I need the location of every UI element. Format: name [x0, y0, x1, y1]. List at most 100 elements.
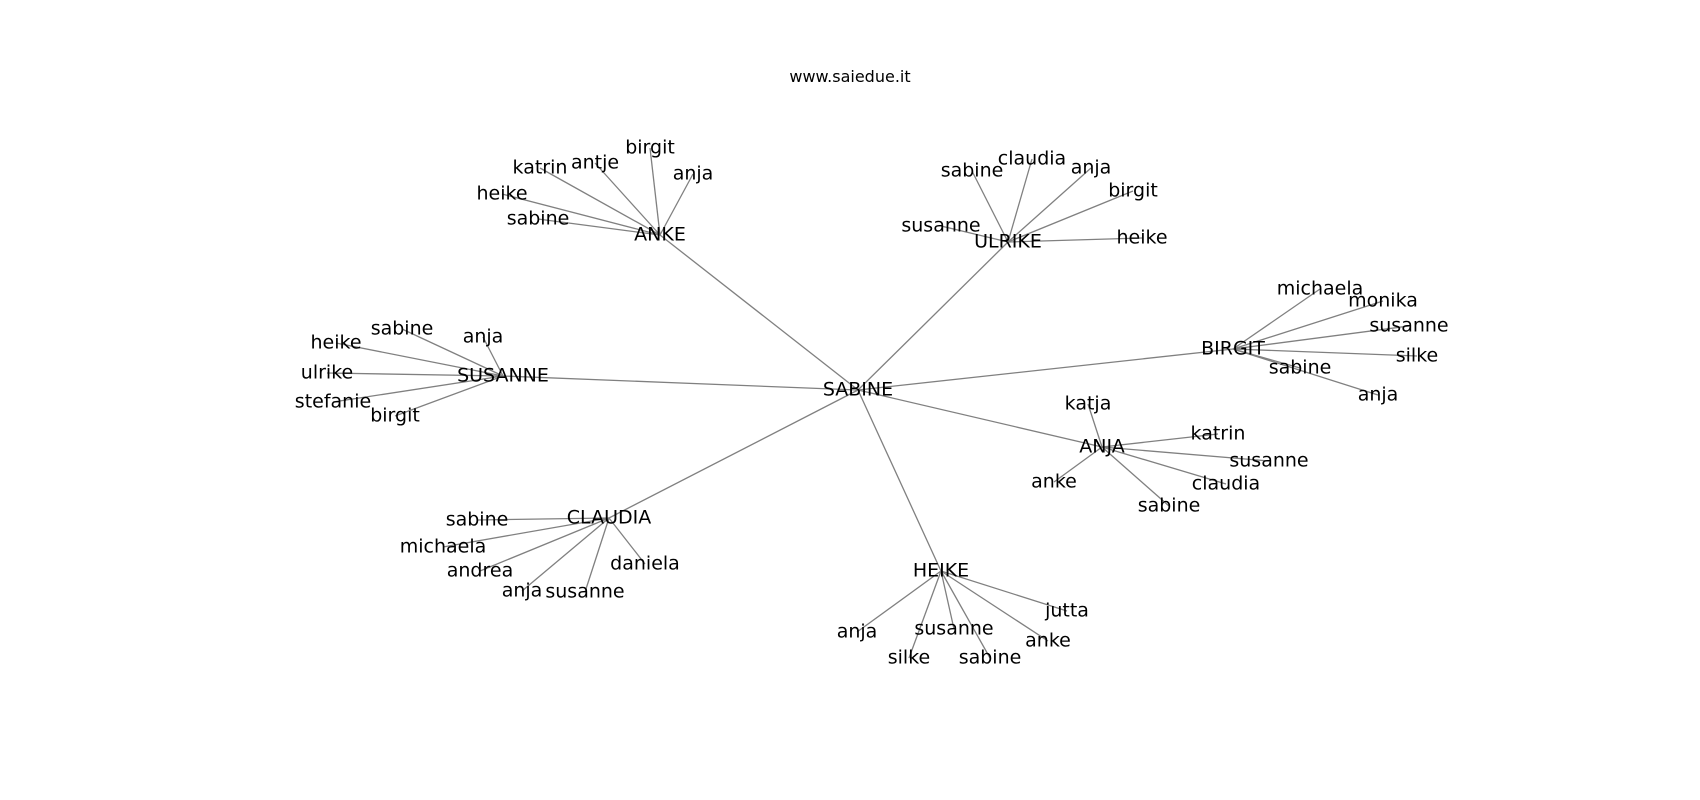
edge-center-susanne [502, 375, 859, 391]
edge-anja-claudia [1101, 446, 1227, 485]
leaf-node-claudia-daniela: daniela [610, 553, 680, 575]
edge-center-anke [659, 234, 859, 391]
edge-susanne-anja [482, 336, 504, 377]
edge-susanne-birgit [394, 375, 504, 417]
leaf-node-claudia-sabine: sabine [446, 509, 509, 531]
group-node-anja: ANJA [1079, 436, 1124, 458]
leaf-node-claudia-susanne: susanne [545, 581, 624, 603]
leaf-node-birgit-michaela: michaela [1277, 278, 1364, 300]
center-node-label: SABINE [823, 379, 893, 401]
edge-anja-susanne [1101, 446, 1270, 462]
leaf-node-ulrike-claudia: claudia [998, 148, 1066, 170]
leaf-node-anja-katrin: katrin [1191, 423, 1246, 445]
edge-heike-anke [940, 570, 1049, 642]
edge-birgit-susanne [1232, 325, 1410, 350]
leaf-node-anke-heike: heike [476, 183, 527, 205]
leaf-node-birgit-silke: silke [1396, 345, 1438, 367]
edge-center-ulrike [857, 241, 1009, 391]
edge-birgit-silke [1232, 348, 1418, 357]
edge-susanne-stefanie [332, 375, 504, 403]
edge-anke-katrin [539, 167, 661, 236]
edge-susanne-ulrike [326, 372, 504, 377]
leaf-node-anke-antje: antje [571, 152, 619, 174]
leaf-node-heike-silke: silke [888, 647, 930, 669]
leaf-node-heike-anke: anke [1025, 630, 1071, 652]
edge-heike-susanne [940, 570, 955, 630]
edge-anke-birgit [649, 147, 661, 236]
edge-claudia-susanne [584, 517, 610, 593]
edge-birgit-anja [1232, 348, 1379, 396]
edge-anke-sabine [537, 218, 661, 236]
leaf-node-ulrike-anja: anja [1071, 157, 1112, 179]
leaf-node-ulrike-heike: heike [1116, 227, 1167, 249]
leaf-node-claudia-michaela: michaela [400, 536, 487, 558]
leaf-node-anja-sabine: sabine [1138, 495, 1201, 517]
group-node-anke: ANKE [634, 224, 686, 246]
leaf-node-anja-susanne: susanne [1229, 450, 1308, 472]
leaf-node-susanne-heike: heike [310, 332, 361, 354]
leaf-node-birgit-sabine: sabine [1269, 357, 1332, 379]
group-node-ulrike: ULRIKE [974, 231, 1042, 253]
edge-center-heike [857, 389, 942, 572]
leaf-node-susanne-anja: anja [463, 326, 504, 348]
edge-ulrike-claudia [1007, 158, 1033, 243]
edge-susanne-sabine [401, 328, 504, 377]
leaf-node-anja-claudia: claudia [1192, 473, 1260, 495]
leaf-node-heike-jutta: jutta [1044, 600, 1089, 622]
edge-ulrike-birgit [1007, 190, 1134, 243]
edge-center-claudia [608, 389, 859, 519]
edge-birgit-michaela [1232, 288, 1321, 350]
leaf-node-birgit-monika: monika [1348, 290, 1418, 312]
leaf-node-anke-sabine: sabine [507, 208, 570, 230]
leaf-node-ulrike-susanne: susanne [901, 215, 980, 237]
leaf-node-claudia-anja: anja [502, 580, 543, 602]
leaf-node-ulrike-birgit: birgit [1108, 180, 1158, 202]
leaf-node-susanne-stefanie: stefanie [295, 391, 371, 413]
edge-heike-anja [856, 570, 942, 633]
leaf-node-claudia-andrea: andrea [447, 560, 513, 582]
edge-anke-heike [501, 193, 661, 236]
leaf-node-heike-anja: anja [837, 621, 878, 643]
edge-anja-sabine [1101, 446, 1170, 507]
leaf-node-anke-katrin: katrin [513, 157, 568, 179]
leaf-node-susanne-ulrike: ulrike [301, 362, 353, 384]
edge-claudia-andrea [479, 517, 610, 572]
edge-anja-katrin [1101, 433, 1219, 448]
leaf-node-heike-susanne: susanne [914, 618, 993, 640]
leaf-node-anke-birgit: birgit [625, 137, 675, 159]
edge-claudia-michaela [442, 517, 610, 548]
leaf-node-birgit-susanne: susanne [1369, 315, 1448, 337]
edge-anke-anja [659, 173, 694, 236]
leaf-node-anke-anja: anja [673, 163, 714, 185]
leaf-node-ulrike-sabine: sabine [941, 160, 1004, 182]
edge-ulrike-anja [1007, 167, 1092, 243]
leaf-node-heike-sabine: sabine [959, 647, 1022, 669]
edge-claudia-daniela [608, 517, 646, 565]
group-node-birgit: BIRGIT [1201, 338, 1265, 360]
edge-heike-jutta [940, 570, 1068, 612]
edge-birgit-monika [1232, 300, 1384, 350]
leaf-node-anja-anke: anke [1031, 471, 1077, 493]
group-node-heike: HEIKE [913, 560, 969, 582]
leaf-node-susanne-birgit: birgit [370, 405, 420, 427]
edges-layer [326, 147, 1418, 659]
group-node-susanne: SUSANNE [457, 365, 549, 387]
edge-ulrike-heike [1007, 237, 1143, 243]
group-node-claudia: CLAUDIA [567, 507, 651, 529]
leaf-node-birgit-anja: anja [1358, 384, 1399, 406]
edge-center-birgit [857, 348, 1234, 391]
edge-heike-silke [908, 570, 942, 659]
edge-anja-katja [1087, 403, 1103, 448]
leaf-node-anja-katja: katja [1065, 393, 1112, 415]
page-title: www.saiedue.it [789, 67, 910, 86]
edge-anja-anke [1053, 446, 1103, 483]
edge-anke-antje [594, 162, 661, 236]
edge-heike-sabine [940, 570, 991, 659]
edge-center-anja [857, 389, 1103, 448]
edge-ulrike-sabine [971, 170, 1009, 243]
edge-ulrike-susanne [940, 225, 1009, 243]
edge-claudia-anja [521, 517, 610, 592]
